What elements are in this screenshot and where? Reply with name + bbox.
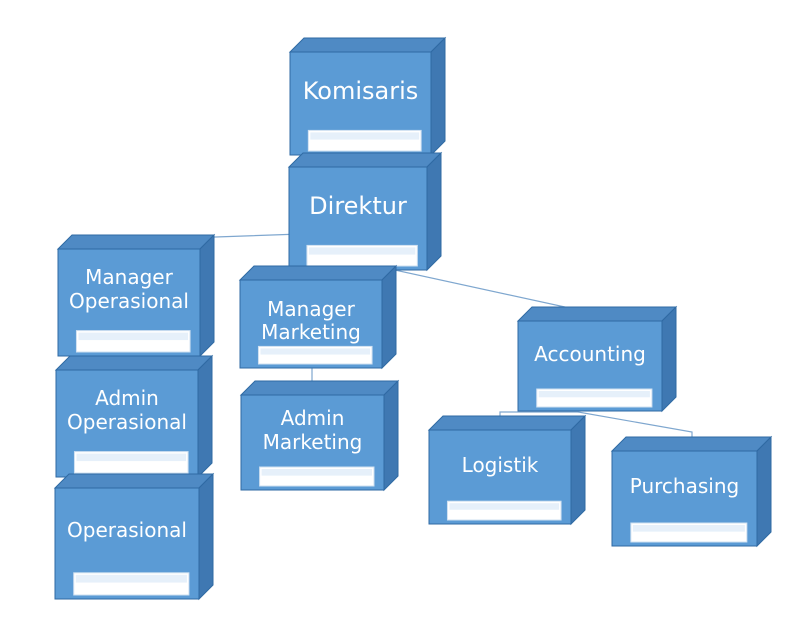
node-purchasing-box bbox=[610, 435, 773, 548]
node-purchasing-label: Purchasing bbox=[629, 474, 740, 499]
node-manager-operasional-box bbox=[56, 233, 216, 358]
node-komisaris-label: Komisaris bbox=[302, 77, 419, 106]
node-operasional: Operasional bbox=[53, 472, 215, 601]
node-operasional-label: Operasional bbox=[67, 517, 187, 542]
node-komisaris: Komisaris bbox=[288, 36, 447, 157]
node-manager-marketing-label: Manager Marketing bbox=[261, 296, 361, 345]
node-accounting: Accounting bbox=[516, 305, 678, 413]
node-logistik: Logistik bbox=[427, 414, 587, 526]
node-admin-marketing-label: Admin Marketing bbox=[262, 406, 363, 454]
node-manager-operasional-label: Manager Operasional bbox=[69, 265, 189, 313]
node-direktur: Direktur bbox=[287, 151, 443, 272]
node-logistik-label: Logistik bbox=[461, 452, 539, 477]
node-operasional-box bbox=[53, 472, 215, 601]
node-direktur-box bbox=[287, 151, 443, 272]
node-manager-operasional: Manager Operasional bbox=[56, 233, 216, 358]
node-purchasing: Purchasing bbox=[610, 435, 773, 548]
node-manager-marketing-box bbox=[238, 264, 398, 370]
node-admin-marketing: Admin Marketing bbox=[239, 379, 400, 492]
node-admin-marketing-box bbox=[239, 379, 400, 492]
node-direktur-label: Direktur bbox=[309, 192, 407, 221]
node-admin-operasional-label: Admin Operasional bbox=[67, 386, 187, 434]
node-logistik-box bbox=[427, 414, 587, 526]
node-komisaris-box bbox=[288, 36, 447, 157]
node-accounting-box bbox=[516, 305, 678, 413]
node-accounting-label: Accounting bbox=[534, 342, 646, 367]
node-admin-operasional: Admin Operasional bbox=[54, 354, 214, 479]
node-manager-marketing: Manager Marketing bbox=[238, 264, 398, 370]
